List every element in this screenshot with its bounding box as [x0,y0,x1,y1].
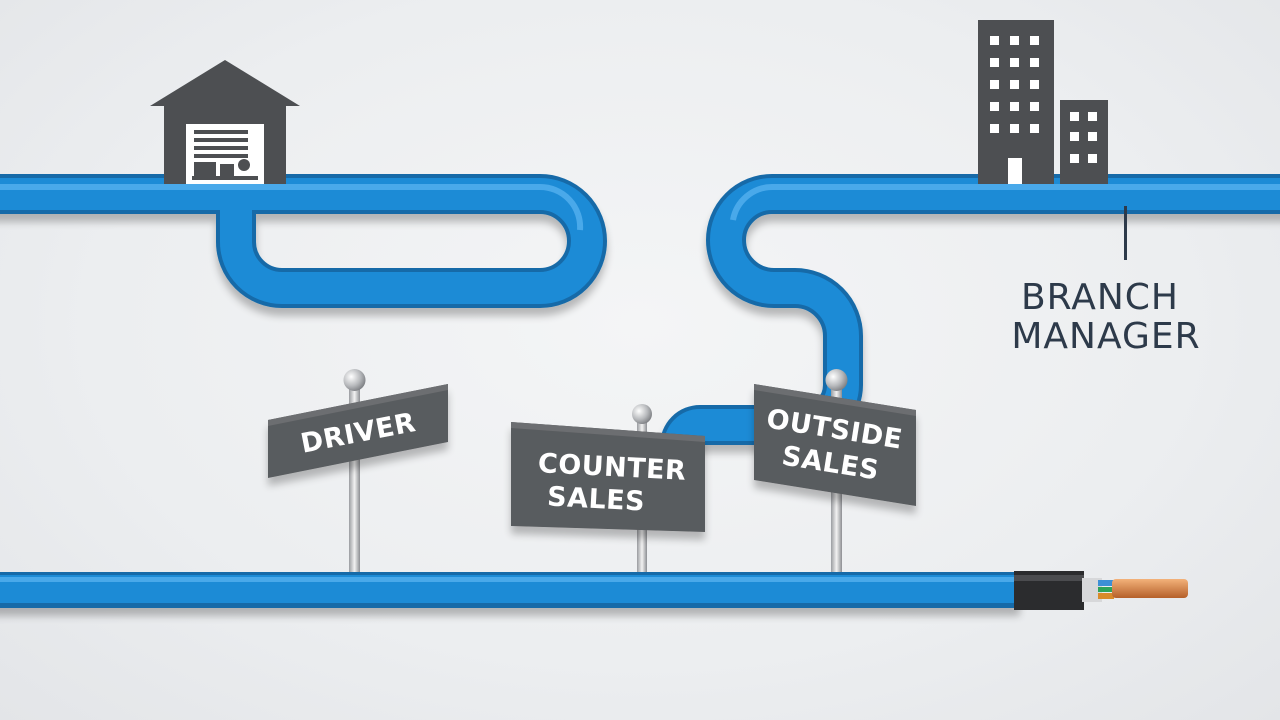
cable-end-icon [1014,571,1188,610]
driver-sign: DRIVER [268,384,448,478]
branch-manager-label: BRANCH MANAGER [1011,277,1200,357]
counter-sales-sign: COUNTER SALES [511,422,705,532]
main-cable [0,572,1020,608]
branch-manager-line-2: MANAGER [1011,316,1200,357]
warehouse-pipe [0,174,607,308]
branch-manager-line-1: BRANCH [1021,277,1179,318]
counter-sales-line-2: SALES [546,481,645,517]
office-building-icon [978,20,1108,184]
outside-sales-sign: OUTSIDE SALES [754,384,916,506]
warehouse-icon [150,60,300,184]
branch-manager-connector [1124,206,1127,260]
